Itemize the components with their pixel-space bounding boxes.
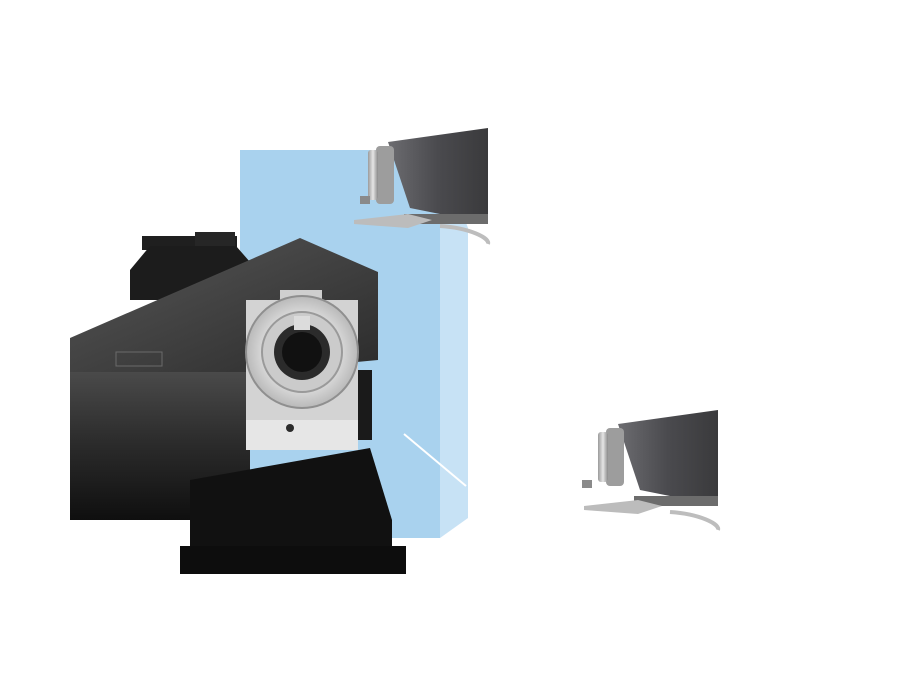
gantry-head-upper [354,128,490,245]
spindle-chuck [245,290,359,450]
gantry-head-lower [582,410,720,531]
lathe-body [70,232,406,574]
